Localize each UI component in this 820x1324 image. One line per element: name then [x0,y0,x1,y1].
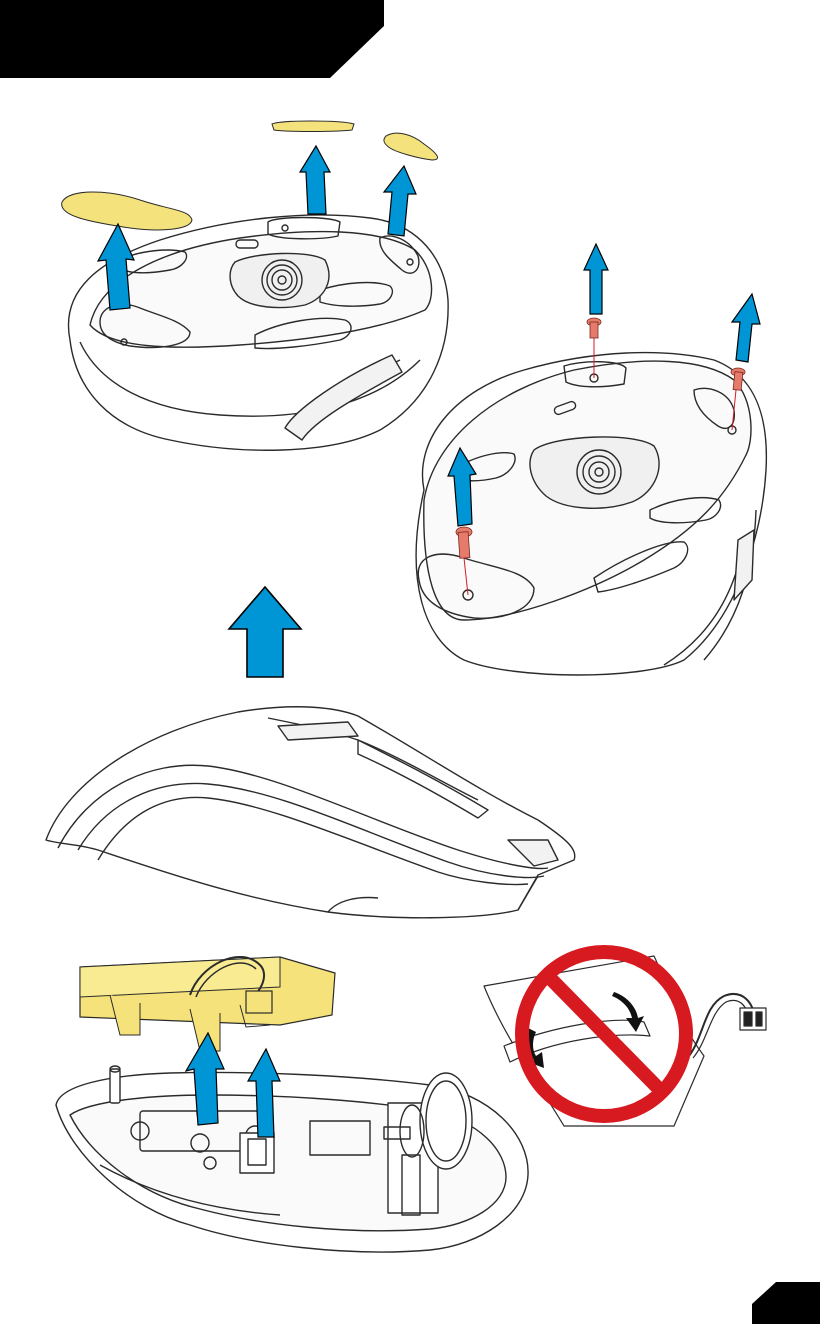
step-lift-battery-diagram [50,925,540,1265]
up-arrow-icon [584,244,608,314]
foot-pad-right [384,133,438,160]
up-arrow-icon [300,146,330,214]
header-tab [0,0,384,78]
up-arrow-icon [732,294,760,362]
do-not-bend-battery-diagram [474,936,784,1136]
foot-pad-left [62,192,192,230]
step-remove-screws-diagram [394,240,784,685]
lift-shell-arrow [225,585,305,680]
screw-icon [587,318,601,338]
foot-pad-top [272,121,354,132]
step-lift-shell-diagram [38,700,598,925]
page-corner-tab [752,1282,820,1324]
up-arrow-icon [229,587,301,677]
up-arrow-icon [384,166,416,236]
